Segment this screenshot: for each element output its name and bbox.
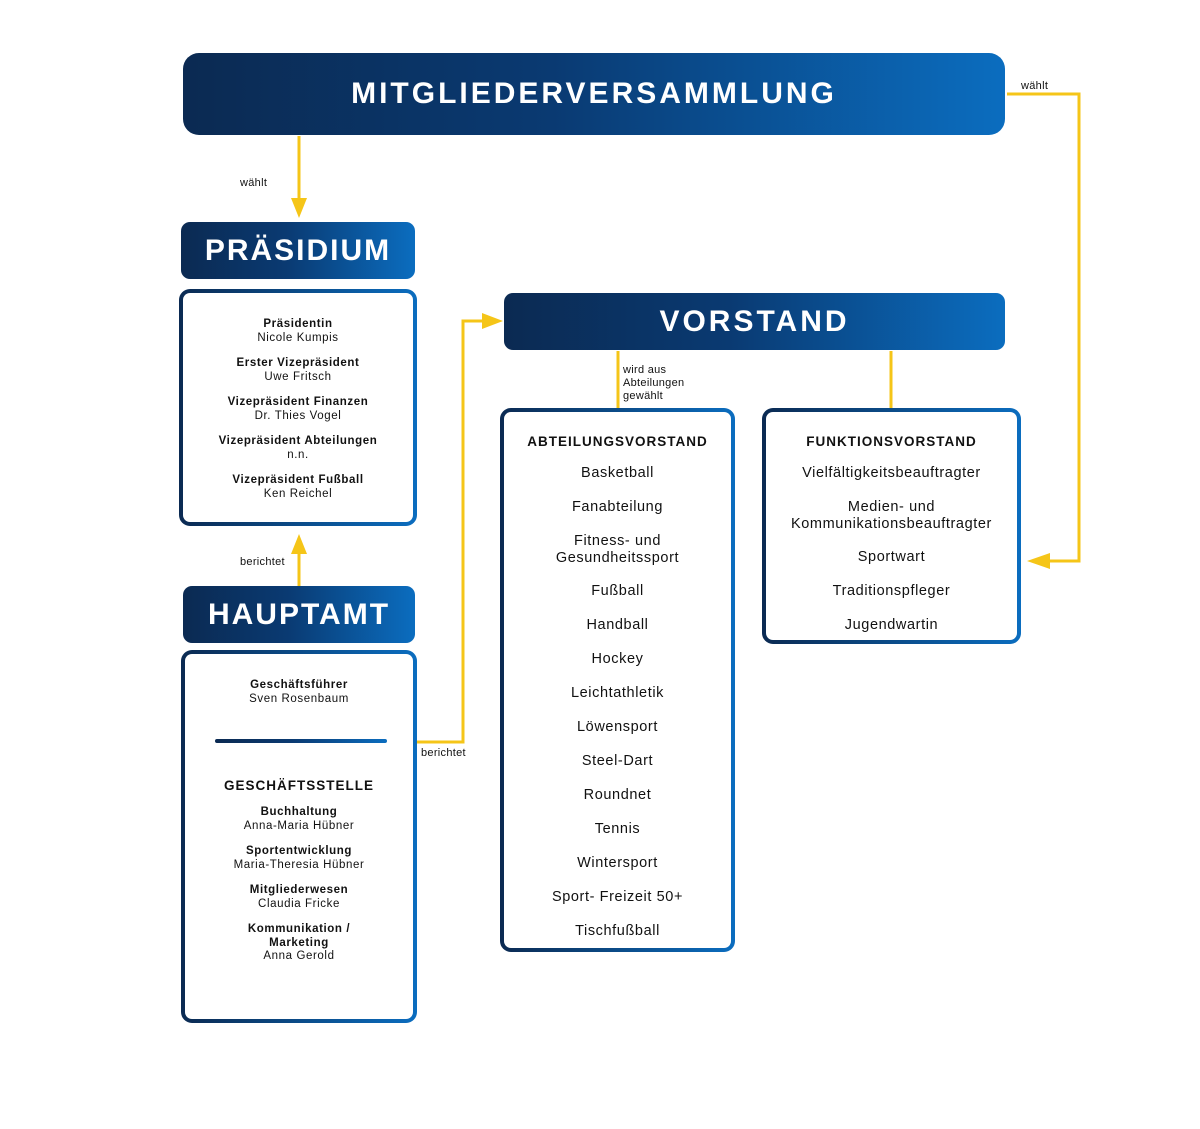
department-item: Roundnet [583, 787, 652, 803]
mitgliederversammlung-banner: MITGLIEDERVERSAMMLUNG [183, 53, 1005, 135]
office-name: Claudia Fricke [258, 897, 340, 910]
department-item: Steel-Dart [581, 753, 654, 769]
department-item: Hockey [591, 651, 644, 667]
praesidium-title: PRÄSIDIUM [204, 233, 392, 267]
office-role: Mitgliederwesen [249, 884, 349, 896]
function-item: Traditionspfleger [832, 583, 951, 599]
office-list: Buchhaltung Anna-Maria Hübner Sportentwi… [185, 806, 413, 964]
label-waehlt-right: wählt [1021, 80, 1049, 92]
function-item-line: Kommunikationsbeauftragter [791, 516, 992, 532]
praesidium-box: Präsidentin Nicole Kumpis Erster Vizeprä… [179, 289, 417, 526]
office-entry: Kommunikation / Marketing Anna Gerold [185, 923, 413, 964]
arrowhead-right [482, 313, 503, 329]
divider [215, 739, 387, 743]
label-waehlt-left: wählt [240, 177, 268, 189]
office-role: Kommunikation / [247, 923, 351, 935]
edge-versammlung-funktionsvorstand [1007, 92, 1081, 563]
department-item: Wintersport [577, 855, 658, 871]
label-berichtet-right: berichtet [421, 747, 466, 759]
abteilungsvorstand-title: ABTEILUNGSVORSTAND [527, 434, 708, 449]
leader-role: Geschäftsführer [250, 679, 348, 691]
office-entry: Sportentwicklung Maria-Theresia Hübner [185, 845, 413, 872]
label-line: Abteilungen [623, 377, 685, 389]
abteilungsvorstand-box: ABTEILUNGSVORSTAND Basketball Fanabteilu… [500, 408, 735, 952]
member-name: Nicole Kumpis [257, 331, 339, 344]
hauptamt-title: HAUPTAMT [207, 597, 391, 631]
mitgliederversammlung-title: MITGLIEDERVERSAMMLUNG [351, 77, 837, 110]
hauptamt-header: HAUPTAMT [183, 586, 415, 643]
member-name: Ken Reichel [263, 487, 333, 500]
function-item: Medien- und Kommunikationsbeauftragter [766, 499, 1017, 533]
label-line: wird aus [623, 364, 667, 376]
label-wird-aus-abteilungen: wird aus Abteilungen gewählt [623, 364, 684, 403]
member-role: Vizepräsident Fußball [232, 474, 364, 486]
department-item: Sport- Freizeit 50+ [551, 889, 684, 905]
function-item-line: Medien- und [847, 499, 936, 515]
member-role: Vizepräsident Abteilungen [218, 435, 378, 447]
function-item: Sportwart [857, 549, 926, 565]
department-item-line: Gesundheitssport [555, 550, 680, 566]
department-item: Basketball [581, 465, 654, 481]
vorstand-title: VORSTAND [659, 304, 850, 338]
geschaeftsstelle-title: GESCHÄFTSSTELLE [223, 778, 374, 793]
member-name: Dr. Thies Vogel [254, 409, 342, 422]
department-item: Fanabteilung [571, 499, 664, 515]
department-item: Tischfußball [575, 923, 660, 939]
department-item: Handball [586, 617, 649, 633]
office-role-continued: Marketing [269, 936, 329, 949]
member-entry: Erster Vizepräsident Uwe Fritsch [183, 357, 413, 384]
member-role: Vizepräsident Finanzen [227, 396, 369, 408]
praesidium-member-list: Präsidentin Nicole Kumpis Erster Vizeprä… [183, 318, 413, 501]
department-item: Löwensport [577, 719, 658, 735]
member-role: Erster Vizepräsident [236, 357, 360, 369]
arrowhead-left [1027, 553, 1050, 569]
department-item: Leichtathletik [570, 685, 665, 701]
office-role: Sportentwicklung [245, 845, 353, 857]
department-item: Tennis [594, 821, 641, 837]
department-item-line: Fitness- und [574, 533, 661, 549]
office-name: Maria-Theresia Hübner [233, 858, 365, 871]
vorstand-header: VORSTAND [504, 293, 1005, 350]
funktionsvorstand-box: FUNKTIONSVORSTAND Vielfältigkeitsbeauftr… [762, 408, 1021, 644]
office-entry: Buchhaltung Anna-Maria Hübner [185, 806, 413, 833]
office-name: Anna-Maria Hübner [243, 819, 355, 832]
leader-name: Sven Rosenbaum [249, 692, 349, 705]
member-entry: Vizepräsident Finanzen Dr. Thies Vogel [183, 396, 413, 423]
edge-hauptamt-vorstand [417, 319, 488, 744]
arrowhead-up [291, 534, 307, 554]
member-role: Präsidentin [263, 318, 333, 330]
hauptamt-box: Geschäftsführer Sven Rosenbaum GESCHÄFTS… [181, 650, 417, 1023]
arrowhead-down [291, 198, 307, 218]
member-entry: Vizepräsident Abteilungen n.n. [183, 435, 413, 462]
leader-entry: Geschäftsführer Sven Rosenbaum [185, 679, 413, 706]
office-entry: Mitgliederwesen Claudia Fricke [185, 884, 413, 911]
label-berichtet-up: berichtet [240, 556, 285, 568]
praesidium-header: PRÄSIDIUM [181, 222, 415, 279]
office-role: Buchhaltung [260, 806, 338, 818]
department-item: Fußball [591, 583, 644, 599]
function-item: Jugendwartin [844, 617, 939, 633]
function-item: Vielfältigkeitsbeauftragter [802, 465, 981, 481]
department-item: Fitness- und Gesundheitssport [504, 533, 731, 567]
office-name: Anna Gerold [263, 950, 335, 962]
label-line: gewählt [623, 390, 664, 402]
member-entry: Vizepräsident Fußball Ken Reichel [183, 474, 413, 501]
funktionsvorstand-title: FUNKTIONSVORSTAND [806, 434, 977, 449]
member-entry: Präsidentin Nicole Kumpis [183, 318, 413, 345]
member-name: n.n. [287, 448, 309, 461]
member-name: Uwe Fritsch [264, 370, 332, 383]
